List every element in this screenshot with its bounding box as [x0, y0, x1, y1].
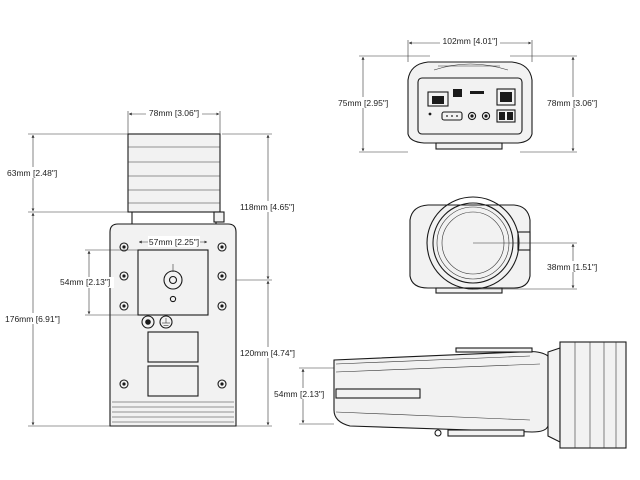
ethernet-port-icon: [427, 91, 449, 107]
screw-icon: [119, 379, 129, 389]
side-view: 54mm [2.13"]: [273, 341, 627, 449]
dim-front-lens-width: 78mm [3.06"]: [149, 108, 199, 118]
dim-mount-plate-height: 54mm [2.13"]: [60, 277, 110, 287]
dim-front-lens-height: 63mm [2.48"]: [7, 168, 57, 178]
screw-icon: [119, 271, 129, 281]
side-mount-bracket: [335, 388, 421, 399]
audio-jack-icon: [481, 111, 491, 121]
dim-lens-offset: 38mm [1.51"]: [547, 262, 597, 272]
io-terminal-icon: [496, 88, 516, 106]
dim-rear-width: 102mm [4.01"]: [443, 36, 498, 46]
dim-mount-plate-width: 57mm [2.25"]: [149, 237, 199, 247]
lens-front-view: 38mm [1.51"]: [409, 196, 601, 294]
dim-side-height: 54mm [2.13"]: [274, 389, 324, 399]
screw-icon: [217, 301, 227, 311]
label-panel: [147, 331, 199, 363]
rear-view: 102mm [4.01"] 75mm [2.95"] 78mm [3.06"]: [337, 36, 601, 153]
terminal-block-icon: [496, 109, 516, 123]
led-icon: [428, 112, 432, 116]
screw-icon: [119, 242, 129, 252]
dim-front-lower-height: 120mm [4.74"]: [240, 348, 295, 358]
screw-icon: [119, 301, 129, 311]
mounting-plate: [137, 249, 209, 316]
front-lens: [127, 133, 225, 225]
screw-icon: [217, 242, 227, 252]
audio-jack-icon: [467, 111, 477, 121]
dim-front-upper-height: 118mm [4.65"]: [240, 202, 294, 212]
ground-icon: [159, 315, 173, 329]
screw-icon: [217, 271, 227, 281]
sd-slot-icon: [470, 91, 484, 94]
connector-icon: [141, 315, 155, 329]
front-view: 78mm [3.06"] 63mm [2.48"] 118mm [4.65"] …: [4, 107, 298, 427]
dim-rear-height-left: 75mm [2.95"]: [338, 98, 388, 108]
front-camera-body: [109, 223, 237, 427]
dim-rear-height-right: 78mm [3.06"]: [547, 98, 597, 108]
dim-front-total-height: 176mm [6.91"]: [5, 314, 60, 324]
serial-port-icon: [441, 111, 463, 121]
screw-icon: [217, 379, 227, 389]
label-panel: [147, 365, 199, 397]
dc-terminal-icon: [453, 89, 462, 97]
side-lens: [547, 347, 561, 443]
